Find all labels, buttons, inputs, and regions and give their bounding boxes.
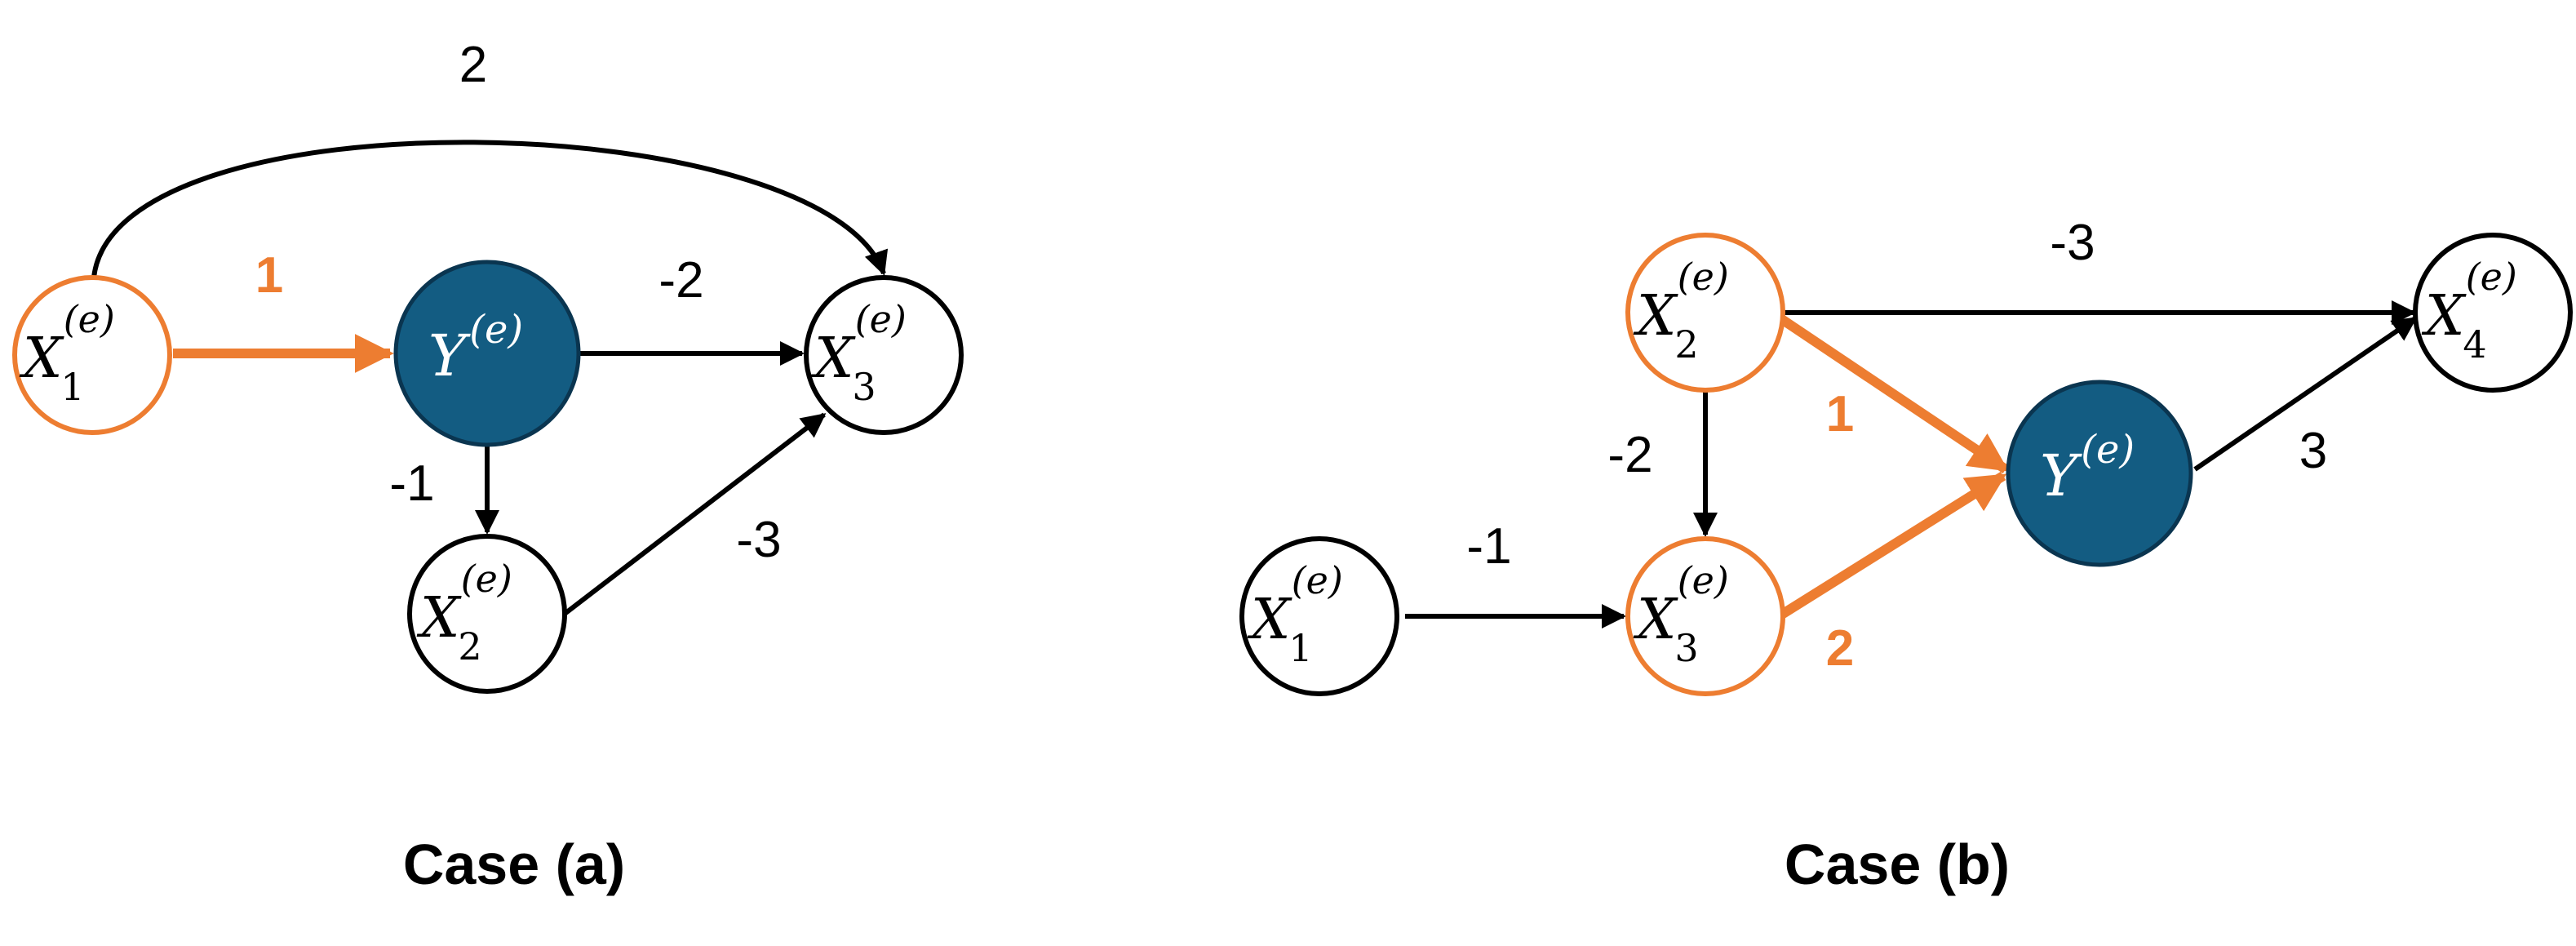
node-b-x1: X1 (e) bbox=[1239, 536, 1399, 696]
node-label-sup: (e) bbox=[64, 297, 115, 341]
svg-text:Y(e): Y(e) bbox=[2040, 427, 2135, 509]
node-label-sup: (e) bbox=[1678, 255, 1729, 299]
node-label-sub: 1 bbox=[1288, 626, 1312, 670]
node-label-sub: 2 bbox=[1674, 322, 1698, 366]
node-label-sup: (e) bbox=[461, 557, 512, 601]
node-label-sup: (e) bbox=[2466, 255, 2517, 299]
weight-b-x2-y: 1 bbox=[1826, 386, 1854, 442]
svg-text:X2(e): X2 (e) bbox=[1633, 255, 1729, 366]
case-b-diagram: X2(e) X1(e) X3(e) Y(e) X4(e) bbox=[1239, 215, 2573, 896]
node-label-sub: 4 bbox=[2463, 322, 2486, 366]
edge-x2-y bbox=[1777, 314, 2009, 473]
svg-text:X3(e): X3 (e) bbox=[810, 297, 907, 409]
node-label-sup: (e) bbox=[1292, 558, 1343, 602]
weight-a-x1-x3: 2 bbox=[459, 37, 487, 93]
node-a-x3: X3 (e) bbox=[804, 275, 964, 435]
weight-a-x1-y: 1 bbox=[255, 247, 283, 304]
edge-y-x4 bbox=[2193, 316, 2418, 472]
node-b-x2: X2 (e) bbox=[1625, 233, 1785, 393]
node-b-x4: X4 (e) bbox=[2413, 233, 2573, 393]
weight-a-y-x3: -2 bbox=[658, 252, 703, 309]
node-b-x3: X3 (e) bbox=[1625, 536, 1785, 696]
weight-b-x3-y: 2 bbox=[1826, 620, 1854, 677]
node-a-x1: X1 (e) bbox=[12, 275, 172, 435]
caption-case-b: Case (b) bbox=[1785, 833, 2010, 896]
node-label-base: X bbox=[1633, 284, 1678, 349]
weight-a-x2-x3: -3 bbox=[736, 512, 781, 568]
node-label-base: X bbox=[416, 586, 462, 651]
weight-b-x1-x3: -1 bbox=[1466, 518, 1511, 575]
case-a-diagram: X1(e) Y(e) X2(e) X3(e) 2 1 -2 -1 -3 Case bbox=[12, 37, 964, 896]
weight-b-x2-x3: -2 bbox=[1607, 427, 1652, 483]
node-a-y: Y(e) bbox=[393, 260, 581, 447]
node-label-base: X bbox=[19, 326, 64, 391]
svg-text:X2(e): X2 (e) bbox=[416, 557, 512, 668]
node-label-sup: (e) bbox=[1678, 558, 1729, 602]
weight-a-y-x2: -1 bbox=[389, 455, 434, 512]
svg-text:X4(e): X4 (e) bbox=[2421, 255, 2517, 366]
node-label-sub: 3 bbox=[1674, 626, 1698, 670]
node-a-x2: X2 (e) bbox=[407, 534, 567, 694]
node-label-sub: 2 bbox=[458, 624, 481, 668]
weight-b-y-x4: 3 bbox=[2299, 423, 2327, 479]
svg-text:X1(e): X1 (e) bbox=[1247, 558, 1343, 670]
node-label-base: X bbox=[810, 326, 856, 391]
node-label-base: X bbox=[2421, 284, 2467, 349]
node-b-y: Y(e) bbox=[2006, 380, 2193, 567]
caption-case-a: Case (a) bbox=[403, 833, 625, 896]
node-label-sub: 1 bbox=[60, 365, 84, 409]
node-label-sup: (e) bbox=[855, 297, 907, 341]
svg-text:X1(e): X1 (e) bbox=[19, 297, 115, 409]
node-label-base: X bbox=[1633, 588, 1678, 652]
node-label-sub: 3 bbox=[852, 365, 876, 409]
svg-text:X3(e): X3 (e) bbox=[1633, 558, 1729, 670]
node-label-sup: (e) bbox=[2081, 427, 2135, 473]
edge-x3-y bbox=[1780, 471, 2007, 619]
edge-x1-x3 bbox=[91, 140, 888, 278]
svg-text:Y(e): Y(e) bbox=[428, 307, 523, 389]
edge-x2-x3 bbox=[563, 412, 827, 616]
node-label-sup: (e) bbox=[469, 307, 523, 353]
weight-b-x2-x4: -3 bbox=[2050, 215, 2095, 271]
node-label-base: X bbox=[1247, 588, 1292, 652]
node-label-base: Y bbox=[2040, 442, 2082, 509]
node-label-base: Y bbox=[428, 322, 471, 389]
